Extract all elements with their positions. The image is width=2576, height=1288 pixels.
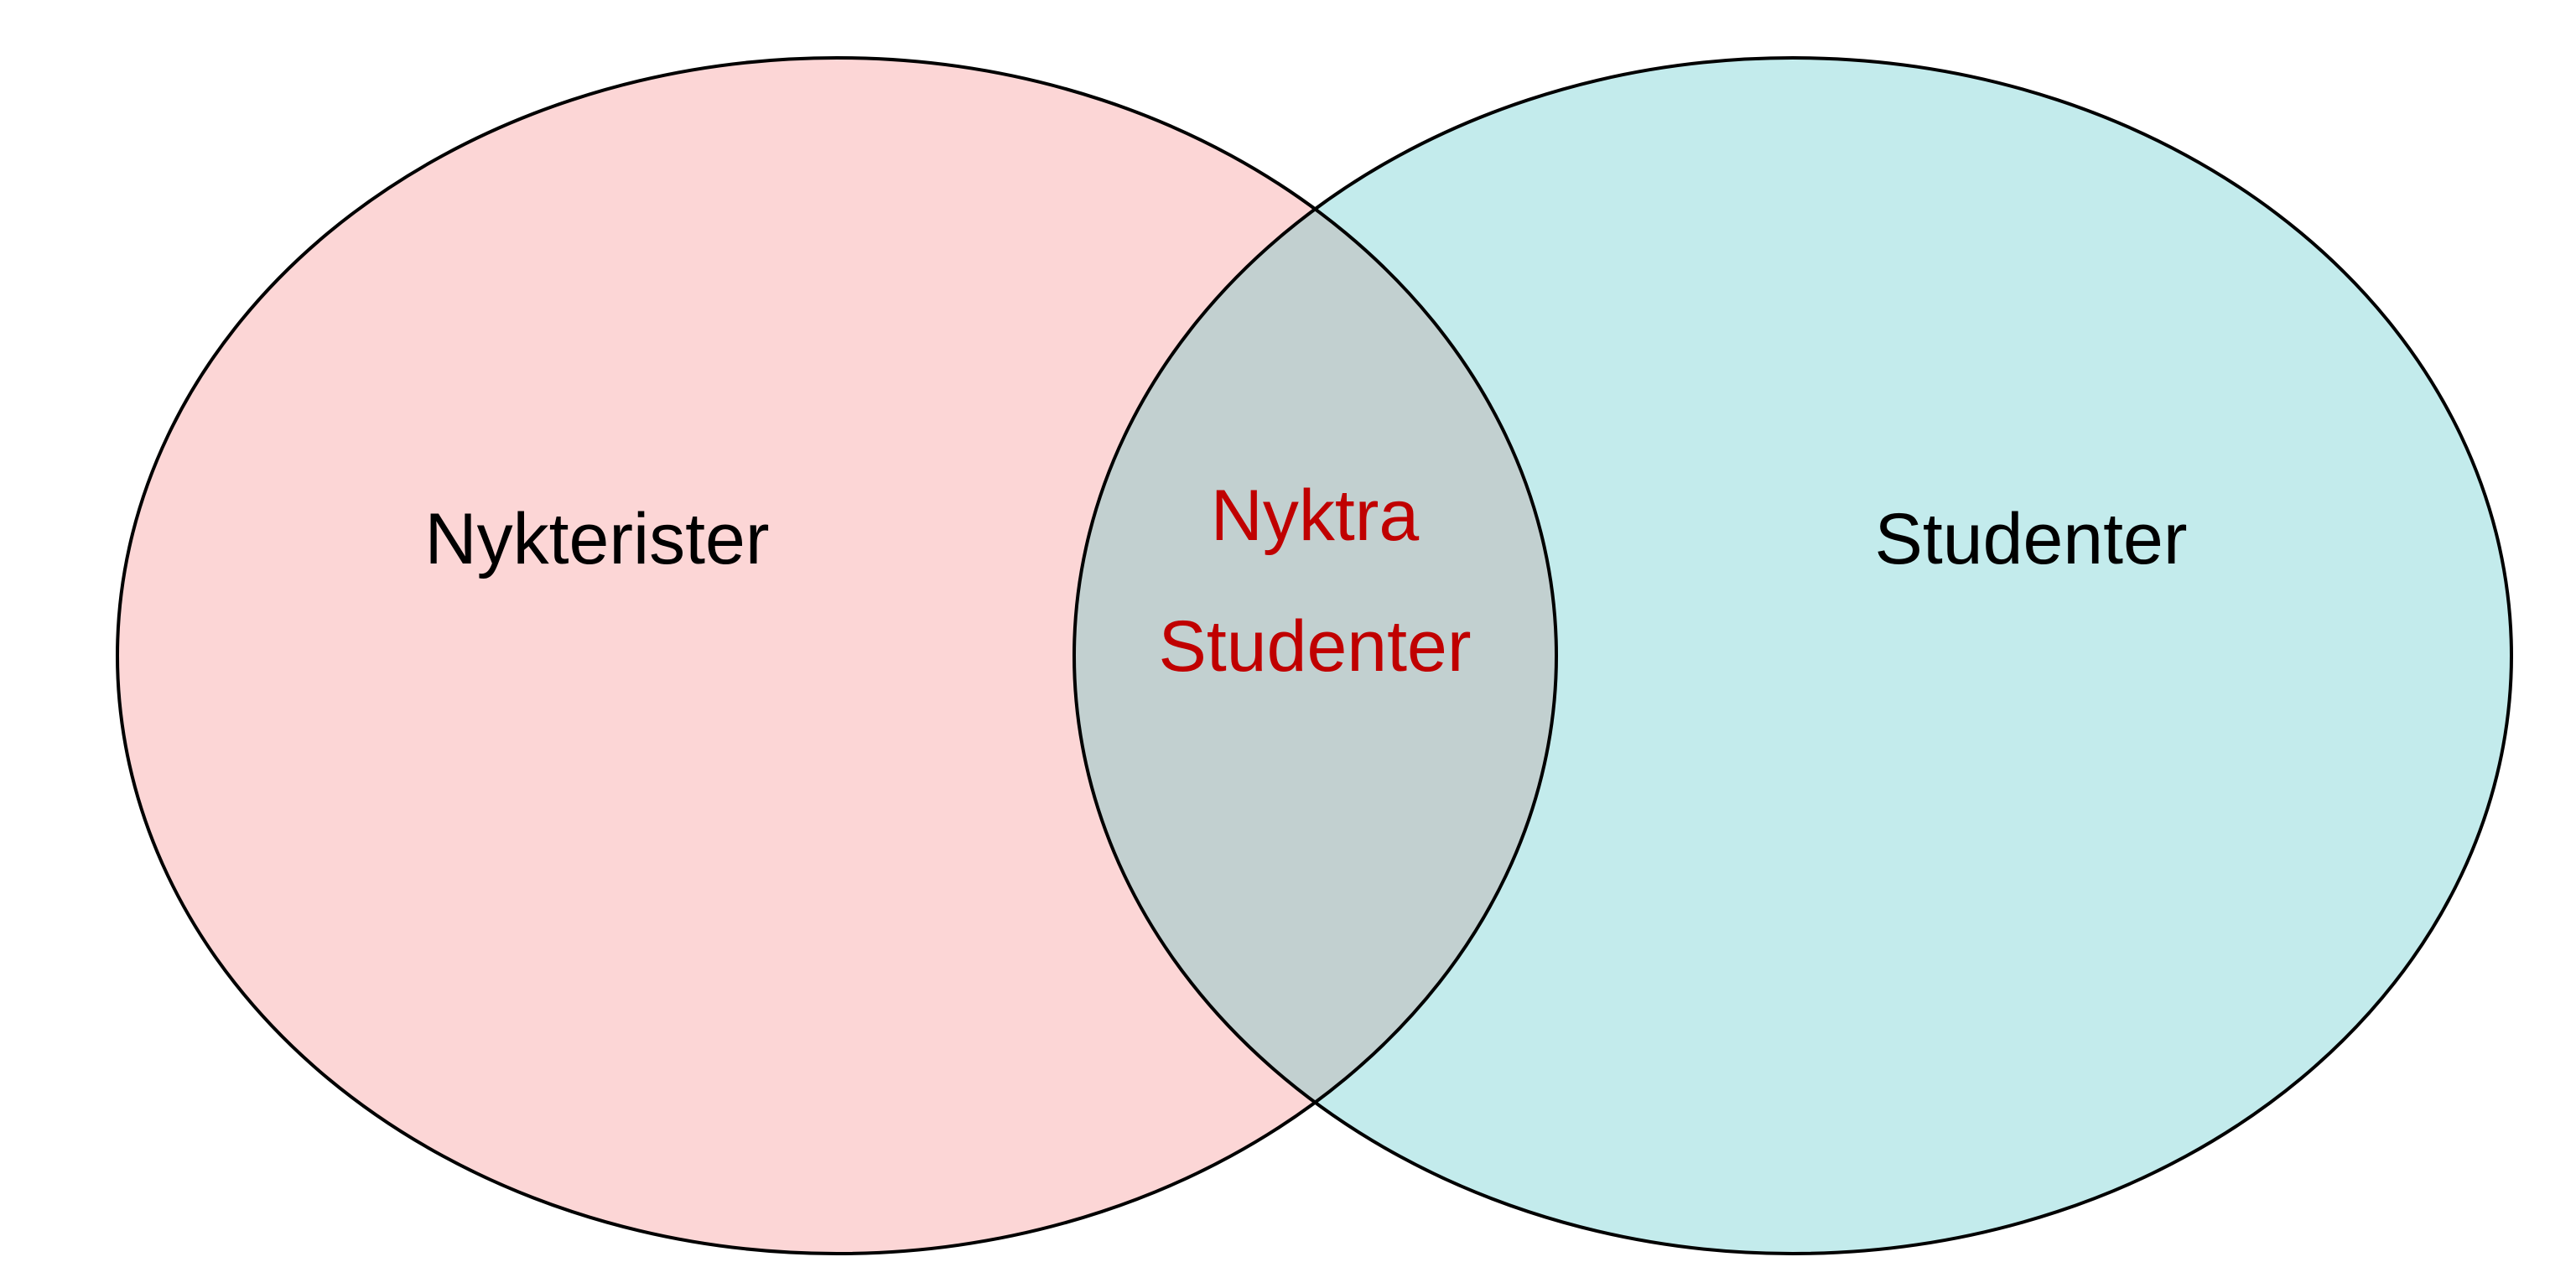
set-studenter-label: Studenter xyxy=(1875,499,2188,579)
set-nykterister-outline xyxy=(116,56,1558,1255)
set-studenter-outline xyxy=(1072,56,2513,1255)
intersection-region xyxy=(1074,58,1556,1254)
intersection-label-line1: Nyktra xyxy=(1211,475,1420,556)
set-nykterister-label: Nykterister xyxy=(425,499,770,579)
intersection-label-line2: Studenter xyxy=(1159,606,1472,687)
